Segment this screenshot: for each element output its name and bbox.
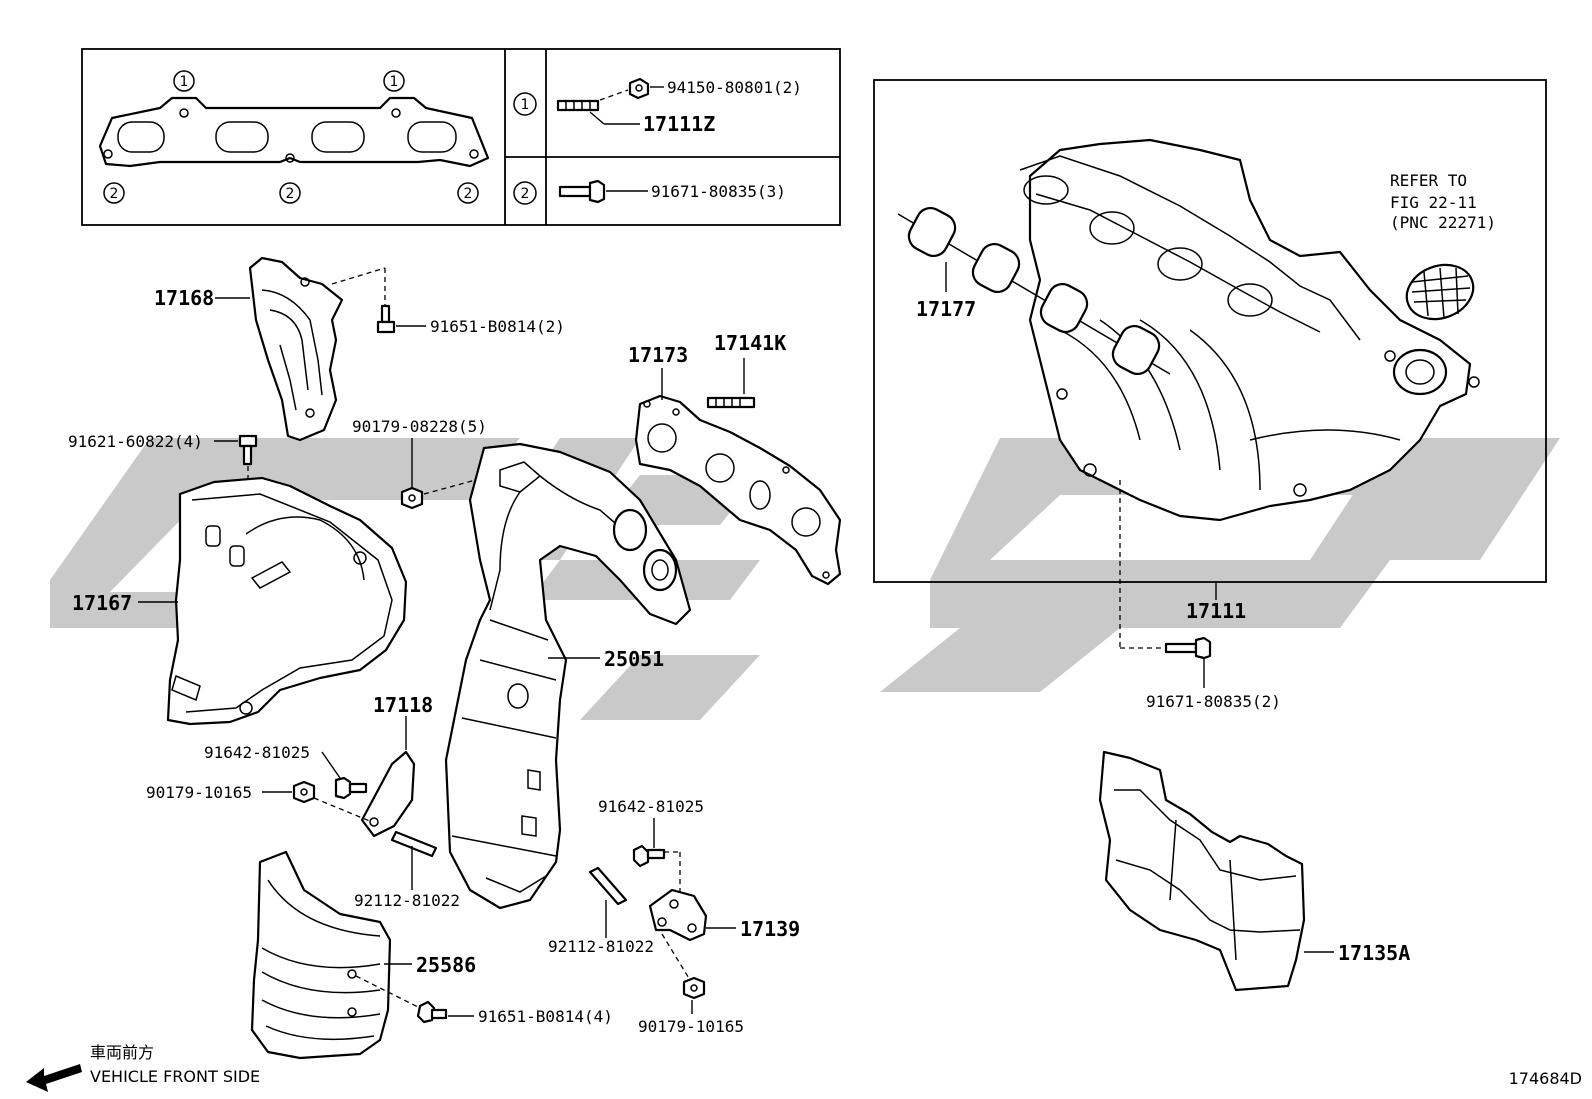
- label-90179-10165-a: 90179-10165: [146, 783, 252, 802]
- label-17173: 17173: [628, 343, 688, 367]
- label-91642-81025-a: 91642-81025: [204, 743, 310, 762]
- refer-note-line3: (PNC 22271): [1390, 213, 1496, 232]
- label-17118: 17118: [373, 693, 433, 717]
- refer-note-line1: REFER TO: [1390, 171, 1467, 190]
- label-17111Z: 17111Z: [643, 112, 715, 136]
- front-note-english: VEHICLE FRONT SIDE: [90, 1067, 260, 1086]
- legend-row-1: 1 94150-80801(2) 17111Z: [513, 77, 802, 136]
- bolt-91642-a: [334, 776, 368, 800]
- svg-text:2: 2: [110, 186, 119, 202]
- legend-row-2: 2 91671-80835(3): [513, 179, 786, 205]
- label-25586: 25586: [416, 953, 476, 977]
- front-note-japanese: 車両前方: [90, 1043, 154, 1062]
- gasket-sketch: [98, 96, 490, 168]
- label-25051: 25051: [604, 647, 664, 671]
- part-17168-heat-insulator: [248, 256, 344, 442]
- part-17173-gasket: [634, 394, 842, 586]
- label-92112-81022-b: 92112-81022: [548, 937, 654, 956]
- svg-text:2: 2: [286, 186, 295, 202]
- label-91671-80835-2: 91671-80835(2): [1146, 692, 1281, 711]
- stud-17141K: [706, 396, 756, 409]
- svg-text:2: 2: [521, 186, 530, 202]
- part-17167-heat-insulator: [166, 476, 408, 726]
- stud-icon: [556, 99, 600, 112]
- gasket-marker-2a: 2: [103, 182, 125, 204]
- label-17167: 17167: [72, 591, 132, 615]
- label-17141K: 17141K: [714, 331, 786, 355]
- svg-text:2: 2: [464, 186, 473, 202]
- label-17168: 17168: [154, 286, 214, 310]
- label-92112-81022-a: 92112-81022: [354, 891, 460, 910]
- label-91671-80835-3: 91671-80835(3): [651, 182, 786, 201]
- part-17139-bracket: [648, 888, 708, 942]
- svg-text:1: 1: [180, 74, 189, 90]
- gasket-marker-1a: 1: [173, 70, 195, 92]
- part-25051-exhaust-manifold-converter: [444, 442, 692, 910]
- bolt-91651-b: [416, 1000, 448, 1024]
- front-arrow-icon: [26, 1064, 82, 1092]
- stud-92112-b: [588, 866, 628, 906]
- nut-90179-a: [400, 486, 424, 510]
- legend-table: 1 1 2 2 2 1 94150-80801(2) 17111Z: [81, 48, 841, 226]
- screen-filter-icon: [1405, 263, 1475, 321]
- part-17118-bracket: [360, 750, 416, 838]
- gasket-marker-2b: 2: [279, 182, 301, 204]
- label-17177: 17177: [916, 297, 976, 321]
- label-91621-60822-4: 91621-60822(4): [68, 432, 203, 451]
- gasket-marker-2c: 2: [457, 182, 479, 204]
- nut-90179-b: [292, 780, 316, 804]
- label-94150-80801: 94150-80801(2): [667, 78, 802, 97]
- bolt-icon: [558, 179, 606, 204]
- label-91651-b0814-4: 91651-B0814(4): [478, 1007, 613, 1026]
- refer-note-line2: FIG 22-11: [1390, 193, 1477, 212]
- part-17135A-insulator: [1098, 750, 1306, 992]
- bolt-91671: [1164, 636, 1212, 660]
- label-90179-08228-5: 90179-08228(5): [352, 417, 487, 436]
- label-90179-10165-b: 90179-10165: [638, 1017, 744, 1036]
- nut-icon: [628, 77, 650, 100]
- label-17135A: 17135A: [1338, 941, 1410, 965]
- stud-92112-a: [390, 830, 438, 858]
- label-91651-b0814-2: 91651-B0814(2): [430, 317, 565, 336]
- nut-90179-c: [682, 976, 706, 1000]
- part-17177-gaskets: [897, 207, 1171, 375]
- intake-manifold-box: [873, 79, 1547, 583]
- part-25586-heat-insulator: [250, 850, 392, 1060]
- diagram-code: 174684D: [1509, 1069, 1582, 1088]
- bolt-91651-a: [376, 304, 396, 334]
- label-17139: 17139: [740, 917, 800, 941]
- gasket-marker-1b: 1: [383, 70, 405, 92]
- svg-text:1: 1: [390, 74, 399, 90]
- bolt-91621: [238, 434, 258, 466]
- label-91642-81025-b: 91642-81025: [598, 797, 704, 816]
- label-17111: 17111: [1186, 599, 1246, 623]
- part-17111-intake-manifold: [1019, 138, 1480, 522]
- svg-text:1: 1: [521, 97, 530, 113]
- bolt-91642-b: [632, 844, 666, 868]
